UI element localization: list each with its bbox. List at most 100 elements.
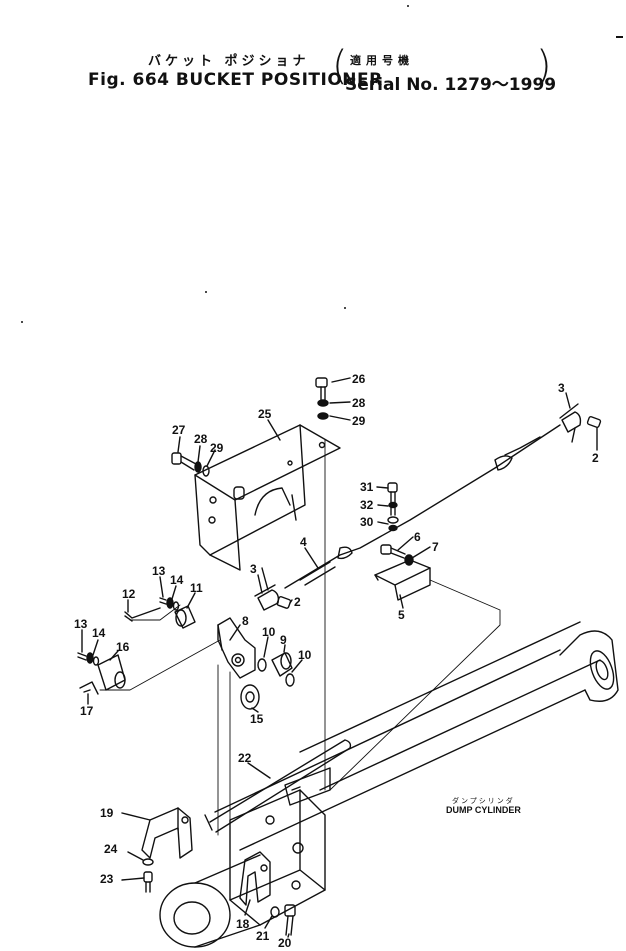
leader-3a	[565, 392, 571, 409]
part-11-pin	[174, 605, 196, 629]
serial-range: Serial No. 1279～1999	[345, 75, 557, 95]
part-10-washer-b	[285, 673, 295, 687]
leader-24	[127, 851, 144, 861]
callout-14b: 14	[92, 626, 106, 640]
callout-32: 32	[360, 498, 374, 512]
leader-32	[377, 504, 389, 507]
callout-13a: 13	[152, 564, 166, 578]
part-13-bolt-a	[159, 597, 180, 611]
callout-4: 4	[300, 535, 307, 549]
caption-japanese: ダンプシリンダ	[452, 796, 515, 805]
part-23-bolt	[143, 871, 153, 893]
cable-end-left	[254, 584, 292, 611]
leader-1b	[261, 567, 269, 591]
callout-19: 19	[100, 806, 114, 820]
part-7-nut	[404, 554, 414, 566]
part-27-bolt	[171, 452, 210, 477]
callout-18: 18	[236, 917, 250, 931]
leader-28a	[329, 401, 351, 404]
callout-25: 25	[258, 407, 272, 421]
leader-13a	[159, 576, 164, 598]
leader-14b	[92, 639, 99, 656]
leader-10b	[291, 659, 303, 673]
leader-20	[287, 933, 290, 938]
part-4-cable	[284, 424, 561, 589]
leader-5	[399, 594, 404, 609]
phantom-lines	[99, 439, 501, 836]
dump-cylinder	[159, 621, 619, 948]
part-20-bolt	[284, 904, 296, 936]
callout-27: 27	[172, 423, 186, 437]
callout-12: 12	[122, 587, 136, 601]
callout-15: 15	[250, 712, 264, 726]
callout-2b: 2	[294, 595, 301, 609]
leader-15	[251, 707, 259, 713]
callout-11: 11	[190, 581, 203, 595]
leader-10a	[263, 636, 269, 658]
callout-7: 7	[432, 540, 439, 554]
leader-9	[283, 644, 286, 653]
paren-right: )	[536, 43, 552, 89]
callout-20: 20	[278, 936, 292, 950]
title-japanese: バケット ポジショナ	[148, 54, 310, 69]
callout-8: 8	[242, 614, 249, 628]
cylinder-bracket	[284, 767, 331, 806]
leader-1a	[571, 427, 576, 443]
leader-29a	[329, 415, 351, 421]
leader-14a	[171, 585, 177, 600]
part-6-bolt	[380, 544, 406, 559]
figure-title: Fig. 664 BUCKET POSITIONER	[88, 70, 383, 90]
part-10-washer-a	[257, 658, 267, 672]
callout-30: 30	[360, 515, 374, 529]
leader-25	[267, 419, 281, 441]
leader-26	[331, 377, 351, 383]
callout-24: 24	[104, 842, 118, 856]
callout-28a: 28	[352, 396, 366, 410]
callout-31: 31	[360, 480, 374, 494]
leader-21	[264, 915, 273, 929]
callout-17: 17	[80, 704, 94, 718]
part-17-clip	[79, 681, 99, 695]
leader-22	[247, 762, 271, 779]
part-13-bolt-b	[77, 652, 100, 666]
part-16-link	[97, 654, 126, 691]
callout-26: 26	[352, 372, 366, 386]
leader-28b	[197, 445, 201, 463]
leader-27	[177, 436, 181, 453]
part-26-bolt	[315, 377, 329, 420]
callout-10a: 10	[262, 625, 276, 639]
part-15-roller	[240, 684, 260, 710]
callout-10b: 10	[298, 648, 312, 662]
stray-marks	[21, 5, 623, 323]
callout-3b: 3	[250, 562, 257, 576]
leader-19	[121, 812, 151, 821]
leader-2b	[289, 599, 293, 604]
leader-11	[186, 592, 196, 609]
leader-31	[376, 486, 389, 489]
callout-14a: 14	[170, 573, 184, 587]
callout-16: 16	[116, 640, 130, 654]
part-19-clamp	[141, 807, 193, 859]
callout-13b: 13	[74, 617, 88, 631]
part-24-washer	[142, 858, 154, 866]
callout-2a: 2	[592, 451, 599, 465]
callout-29b: 29	[210, 441, 224, 455]
leader-4	[304, 547, 319, 569]
callout-9: 9	[280, 633, 287, 647]
callout-29a: 29	[352, 414, 366, 428]
part-22-rod	[204, 739, 352, 833]
part-8-lever	[217, 617, 256, 679]
part-12-rod	[124, 607, 161, 622]
part-9-bushing	[271, 652, 293, 677]
caption-dump-cylinder: DUMP CYLINDER	[446, 805, 521, 815]
leader-16	[109, 650, 119, 661]
part-18-clamp	[239, 851, 271, 906]
part-25-bracket	[194, 424, 341, 571]
paren-left: (	[332, 43, 348, 89]
callout-23: 23	[100, 872, 114, 886]
callout-3a: 3	[558, 381, 565, 395]
part-21-washer	[270, 906, 280, 918]
leader-8	[229, 624, 241, 641]
